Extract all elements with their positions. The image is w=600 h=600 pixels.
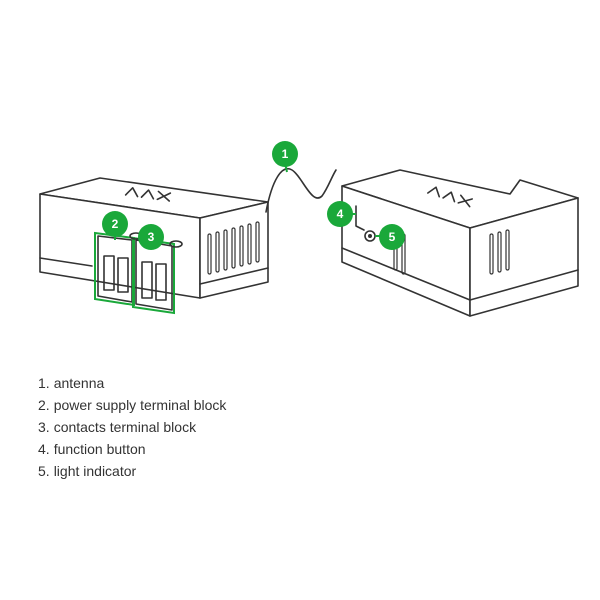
right-device-base-line-side (469, 269, 579, 301)
left-device-base-line-side (199, 267, 269, 285)
component-legend: 1.antenna 2.power supply terminal block … (38, 372, 226, 482)
left-device-side-face (199, 201, 269, 299)
callout-1: 1 (272, 141, 298, 173)
legend-item-power-terminal: 2.power supply terminal block (38, 397, 227, 413)
callout-2: 2 (102, 211, 128, 240)
legend-item-function-button: 4.function button (38, 441, 146, 457)
terminal-screw (169, 240, 183, 248)
right-relay-device (341, 169, 579, 317)
left-relay-device (39, 177, 269, 315)
legend-item-contacts-terminal: 3.contacts terminal block (38, 419, 197, 435)
device-diagram: 1 2 3 4 5 (39, 141, 579, 317)
legend-item-antenna: 1.antenna (38, 375, 105, 391)
left-device-vent-slots (207, 221, 260, 275)
ajax-logo-icon (427, 186, 473, 208)
left-device-base-line (39, 257, 93, 267)
right-device-base-line (341, 247, 471, 301)
callout-2-number: 2 (112, 217, 119, 231)
right-device-side-face (469, 197, 579, 317)
callout-4: 4 (327, 201, 356, 227)
light-indicator-core (368, 234, 372, 238)
function-button (355, 205, 365, 231)
callout-1-number: 1 (282, 147, 289, 161)
callout-5: 5 (375, 224, 405, 250)
ajax-logo-icon (124, 187, 172, 202)
legend-item-light-indicator: 5.light indicator (38, 463, 137, 479)
antenna-wire (265, 167, 337, 213)
callout-3-number: 3 (148, 230, 155, 244)
callout-4-number: 4 (337, 207, 344, 221)
callout-5-number: 5 (389, 230, 396, 244)
callout-3: 3 (138, 224, 164, 250)
